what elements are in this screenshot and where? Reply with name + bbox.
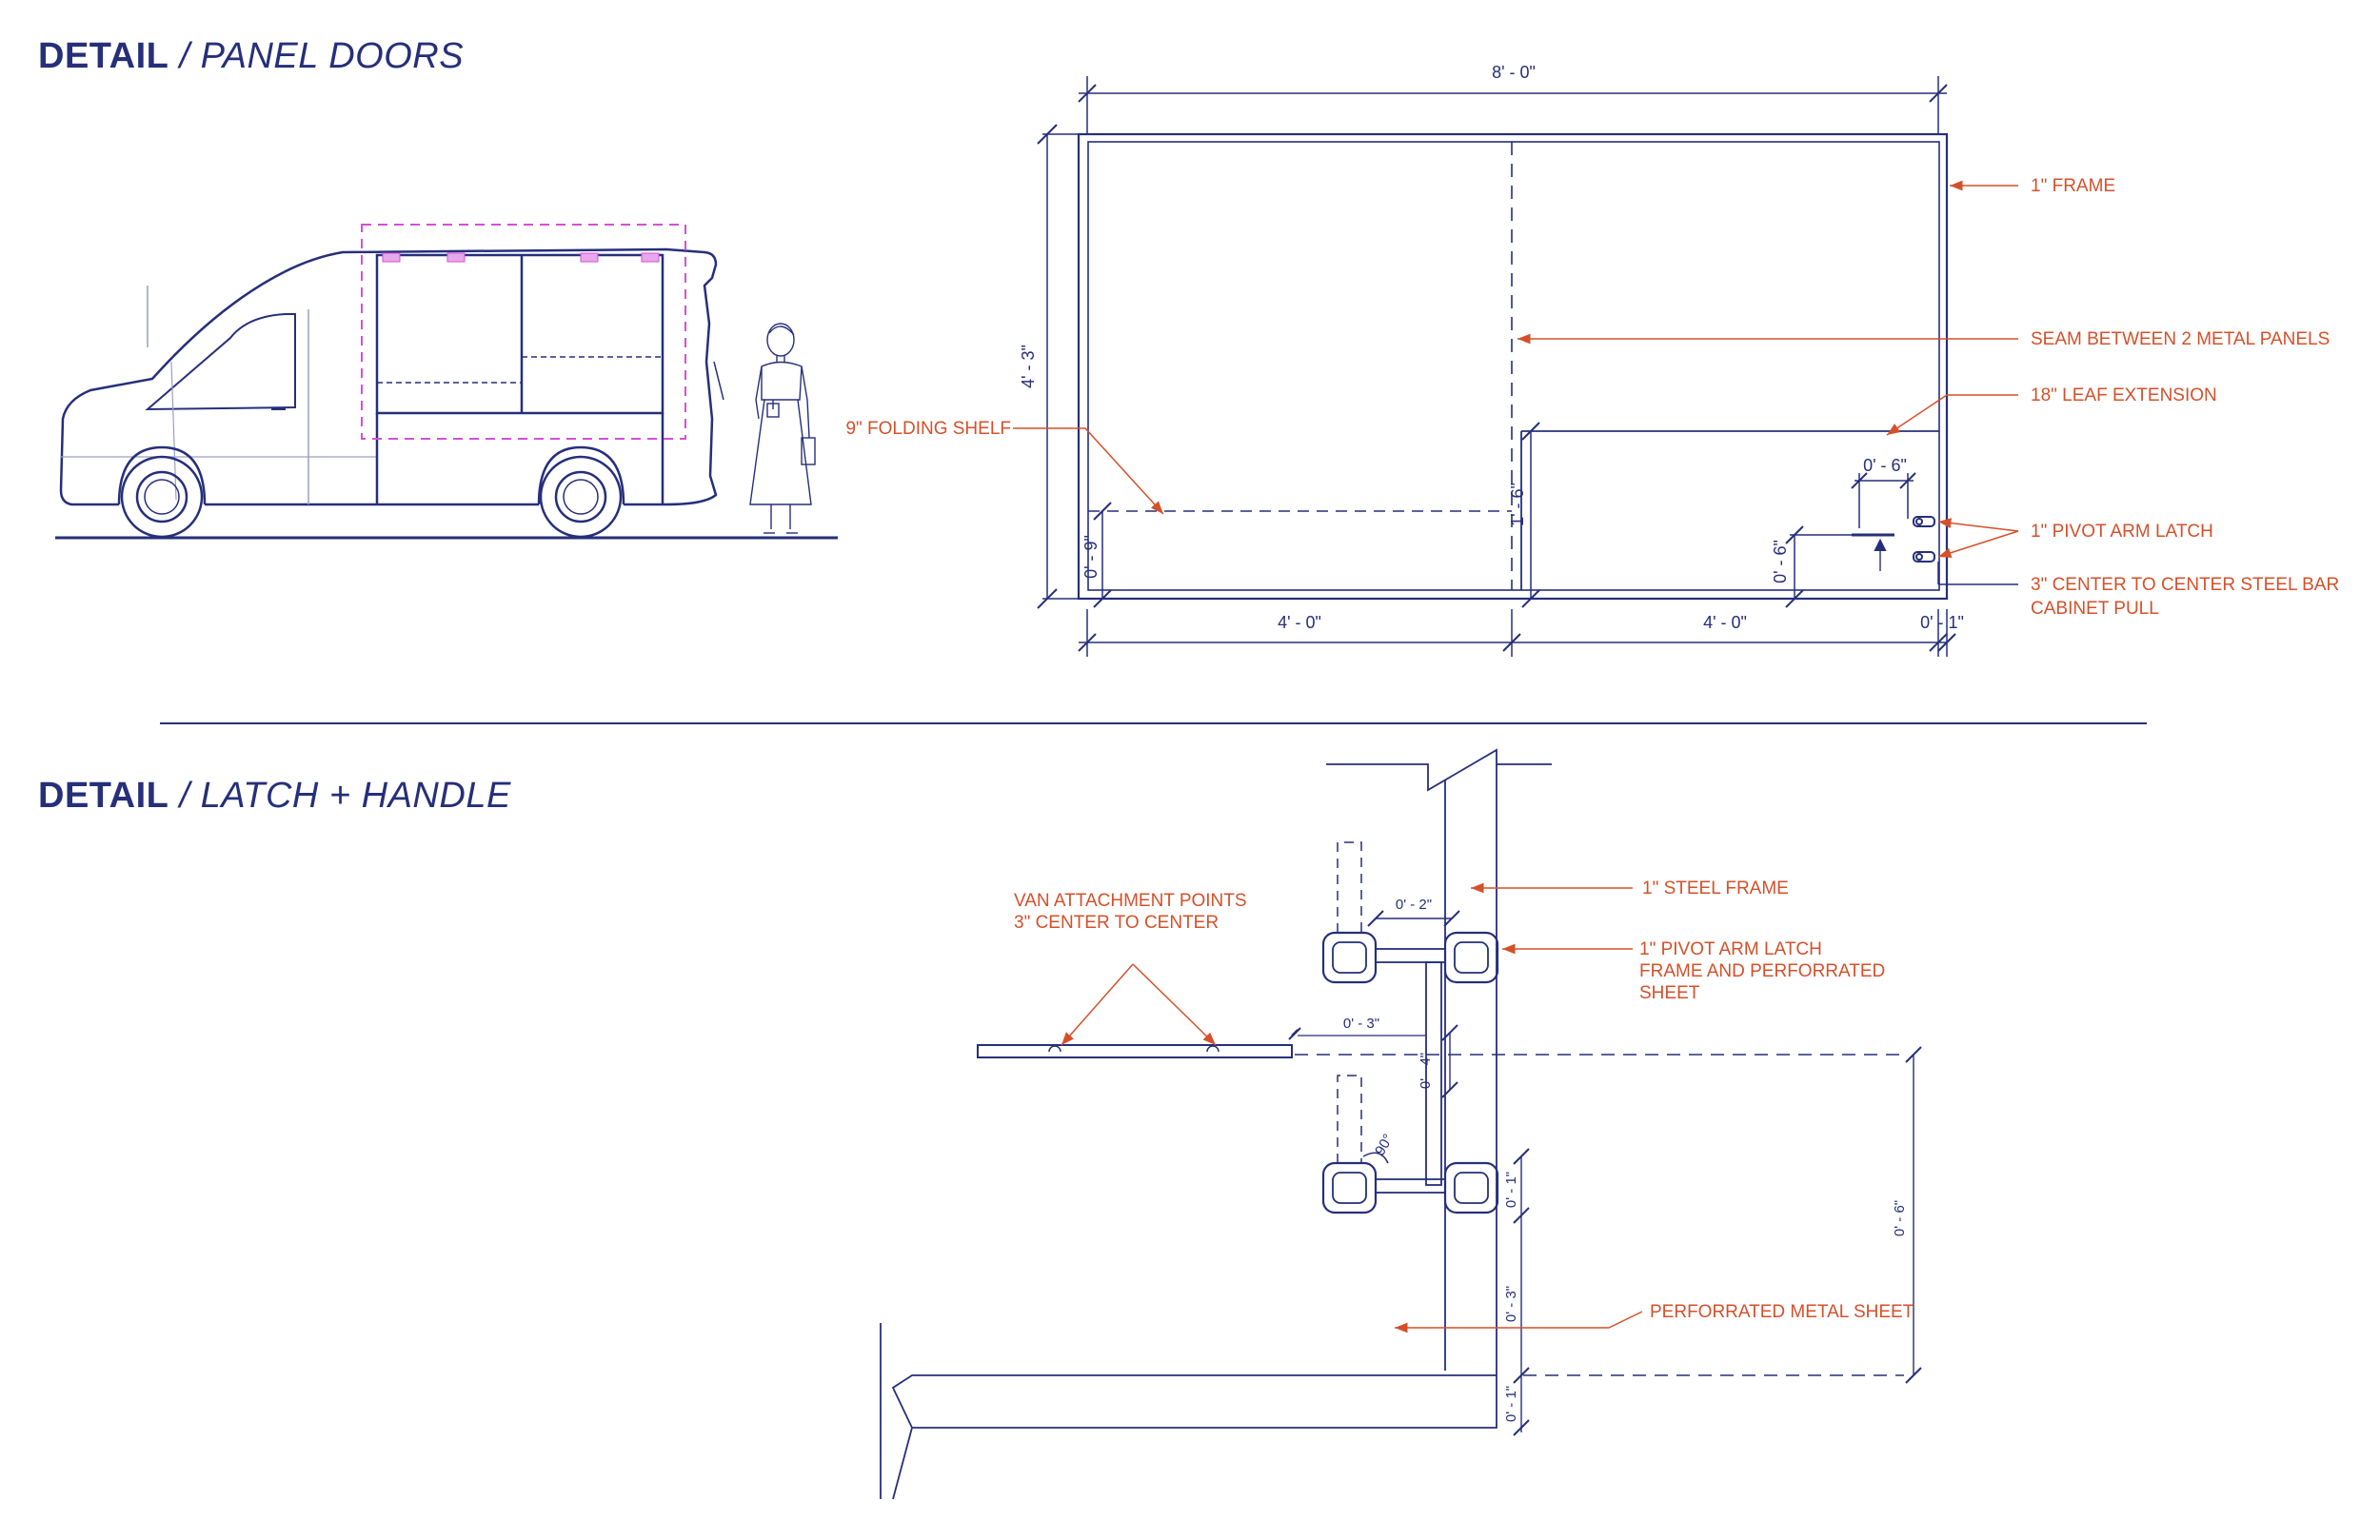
label-perforated: PERFORRATED METAL SHEET: [1650, 1302, 1914, 1322]
section-title-latch-handle: DETAIL / LATCH + HANDLE: [38, 776, 511, 817]
dim-offset: 0' - 3": [1343, 1016, 1379, 1032]
panel-door-leaders: [1013, 180, 2019, 559]
dim-total: 0' - 6": [1892, 1200, 1908, 1236]
dim-small-3: 0' - 3": [1503, 1286, 1519, 1322]
van-elevation: [55, 224, 838, 540]
label-leaf: 18" LEAF EXTENSION: [2031, 385, 2217, 405]
label-van-2: 3" CENTER TO CENTER: [1014, 913, 1219, 933]
label-steel-frame: 1" STEEL FRAME: [1642, 879, 1789, 898]
latch-leaders: [1061, 882, 1643, 1333]
dim-leaf-height: 1' - 6": [1508, 483, 1527, 526]
dim-overall-width: 8' - 0": [1492, 63, 1536, 82]
dim-arm-width: 0' - 2": [1396, 897, 1432, 913]
dim-latch-spacing: 0' - 6": [1863, 456, 1907, 475]
label-frame: 1" FRAME: [2031, 176, 2115, 196]
title-bold: DETAIL: [38, 776, 169, 816]
dim-frame-gap: 0' - 1": [1920, 613, 1964, 632]
panel-door-elevation: [1077, 132, 1949, 601]
section-title-panel-doors: DETAIL / PANEL DOORS: [38, 36, 464, 77]
latch-dimensions: [1288, 910, 1922, 1436]
person-figure: [749, 323, 816, 534]
title-italic: / LATCH + HANDLE: [169, 776, 511, 816]
title-italic: / PANEL DOORS: [169, 36, 465, 76]
dim-pull-height: 0' - 6": [1771, 540, 1790, 583]
label-pivot-2: FRAME AND PERFORRATED: [1639, 961, 1885, 981]
label-pull-2: CABINET PULL: [2031, 599, 2159, 619]
panel-door-dimensions: [1037, 76, 1956, 657]
title-bold: DETAIL: [38, 36, 169, 76]
label-van-1: VAN ATTACHMENT POINTS: [1014, 891, 1247, 911]
dim-small-1: 0' - 1": [1503, 1172, 1519, 1208]
label-latch: 1" PIVOT ARM LATCH: [2031, 522, 2213, 542]
label-pull-1: 3" CENTER TO CENTER STEEL BAR: [2031, 575, 2339, 595]
dim-angle: 90°: [1372, 1132, 1397, 1158]
label-shelf: 9" FOLDING SHELF: [845, 419, 1011, 439]
pivot-latch-icon: [1913, 516, 1935, 563]
dim-small-1b: 0' - 1": [1503, 1386, 1519, 1422]
label-pivot-1: 1" PIVOT ARM LATCH: [1639, 939, 1822, 959]
dim-left-half: 4' - 0": [1278, 613, 1321, 632]
dim-right-half: 4' - 0": [1703, 613, 1747, 632]
label-seam: SEAM BETWEEN 2 METAL PANELS: [2031, 329, 2330, 349]
latch-section: [880, 748, 1904, 1500]
cabinet-pull-icon: [1852, 533, 1894, 571]
label-pivot-3: SHEET: [1639, 983, 1700, 1003]
dim-arm-height: 0' - 4": [1418, 1053, 1434, 1089]
dim-overall-height: 4' - 3": [1019, 345, 1038, 388]
dim-shelf-height: 0' - 9": [1081, 535, 1101, 579]
